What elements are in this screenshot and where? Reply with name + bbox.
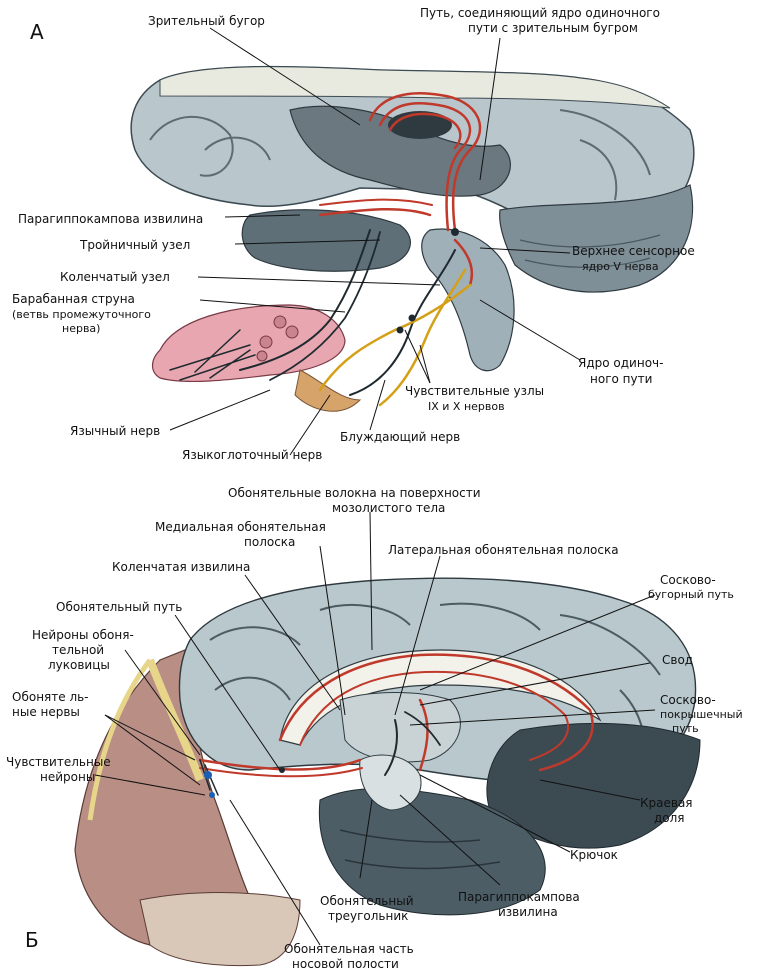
label-trigeminal-ganglion: Тройничный узел: [80, 238, 191, 252]
label-olf-triangle-line1: Обонятельный: [320, 894, 414, 908]
label-mammillo-teg-line3: путь: [672, 722, 699, 735]
leader-lines-b: [94, 511, 656, 946]
label-thalamus: Зрительный бугор: [148, 14, 265, 28]
label-sensory-nodes-line1: Чувствительные узлы: [405, 384, 545, 398]
label-fornix: Свод: [662, 653, 694, 667]
label-neurons-line2: тельной: [52, 643, 105, 657]
label-sensory-nodes-line2: IX и X нервов: [428, 400, 505, 413]
label-upper-sensory-line1: Верхнее сенсорное: [572, 244, 695, 258]
label-lateral-stripe: Латеральная обонятельная полоска: [388, 543, 619, 557]
label-geniculate-gyrus: Коленчатая извилина: [112, 560, 251, 574]
label-mammillo-tub-line1: Сосково-: [660, 573, 716, 587]
label-neurons-line1: Нейроны обоня-: [32, 628, 134, 642]
panel-label-a: А: [30, 20, 44, 44]
label-glossopharyngeal-nerve: Языкоглоточный нерв: [182, 448, 323, 462]
label-path-line1: Путь, соединяющий ядро одиночного: [420, 6, 660, 20]
tongue: [151, 304, 362, 412]
label-mammillo-tub-line2: бугорный путь: [648, 588, 734, 601]
label-olf-triangle-line2: треугольник: [328, 909, 409, 923]
label-mammillo-teg-line2: покрышечный: [660, 708, 743, 721]
label-mammillo-teg-line1: Сосково-: [660, 693, 716, 707]
label-olf-part-line1: Обонятельная часть: [284, 942, 414, 956]
label-parahip-line1: Парагиппокампова: [458, 890, 580, 904]
label-uncus: Крючок: [570, 848, 618, 862]
label-medial-line2: полоска: [244, 535, 296, 549]
label-vagus-nerve: Блуждающий нерв: [340, 430, 461, 444]
label-fibers-line2: мозолистого тела: [332, 501, 446, 515]
label-solitary-line2: ного пути: [590, 372, 653, 386]
label-limbic-line2: доля: [654, 811, 685, 825]
label-chorda-line1: Барабанная струна: [12, 292, 135, 306]
label-olfactory-tract: Обонятельный путь: [56, 600, 183, 614]
label-olf-nerves-line1: Обоняте ль-: [12, 690, 89, 704]
panel-label-b: Б: [25, 928, 39, 952]
label-path-line2: пути с зрительным бугром: [468, 21, 638, 35]
label-neurons-line3: луковицы: [48, 658, 110, 672]
label-sens-neurons-line1: Чувствительные: [6, 755, 111, 769]
label-geniculate-ganglion: Коленчатый узел: [60, 270, 170, 284]
label-medial-line1: Медиальная обонятельная: [155, 520, 326, 534]
label-chorda-line2: (ветвь промежуточного: [12, 308, 151, 321]
label-limbic-line1: Краевая: [640, 796, 693, 810]
label-chorda-line3: нерва): [62, 322, 101, 335]
label-solitary-line1: Ядро одиноч-: [578, 356, 664, 370]
label-olf-nerves-line2: ные нервы: [12, 705, 80, 719]
label-lingual-nerve: Язычный нерв: [70, 424, 161, 438]
taste-pathways: [169, 92, 482, 407]
leader-lines-a: [169, 27, 581, 456]
label-fibers-line1: Обонятельные волокна на поверхности: [228, 486, 481, 500]
brain-sagittal-top: [130, 65, 695, 372]
olfactory-pathways: [198, 653, 594, 798]
label-sens-neurons-line2: нейроны: [40, 770, 96, 784]
label-parahip-line2: извилина: [498, 905, 558, 919]
label-olf-part-line2: носовой полости: [292, 957, 399, 971]
label-upper-sensory-line2: ядро V нерва: [582, 260, 659, 273]
label-parahippocampal-a: Парагиппокампова извилина: [18, 212, 204, 226]
